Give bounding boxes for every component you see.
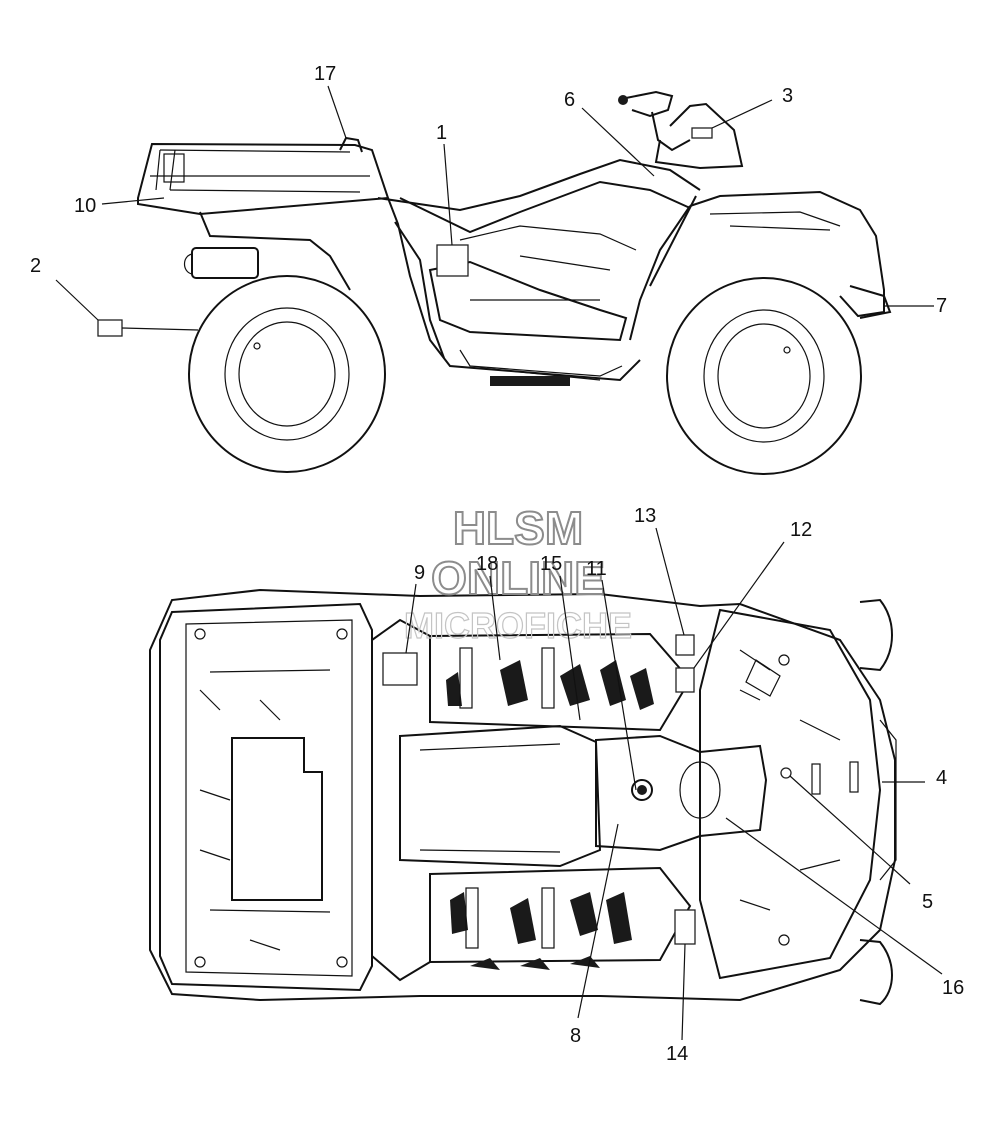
callout-4: 4 [936,767,947,789]
top-rear-rack [159,602,373,992]
watermark: HLSM ONLINE MICROFICHE [403,501,632,647]
callout-9: 9 [414,562,425,584]
callout-numbers: 1 2 3 4 5 6 7 8 9 10 11 12 13 14 15 16 1… [30,63,964,1065]
callout-13: 13 [634,505,656,527]
callout-7: 7 [936,295,947,317]
decal-2 [97,319,123,337]
watermark-line1: HLSM [453,502,583,554]
callout-18: 18 [476,553,498,575]
atv-top-view [149,588,897,1006]
decal-3 [691,127,713,139]
rear-wheel [188,275,386,473]
decal-5 [780,767,792,779]
callout-10: 10 [74,195,96,217]
front-wheel [666,277,862,475]
callout-17: 17 [314,63,336,85]
footwell-lower [429,866,692,970]
callout-15: 15 [540,553,562,575]
decal-14 [674,909,696,945]
decal-1 [436,244,469,277]
watermark-line2: ONLINE [431,552,605,604]
decal-9 [382,652,418,686]
callout-1: 1 [436,122,447,144]
atv-side-view [97,90,892,475]
callout-16: 16 [942,977,964,999]
callout-5: 5 [922,891,933,913]
leader-lines [55,85,943,1041]
callout-14: 14 [666,1043,688,1065]
callout-8: 8 [570,1025,581,1047]
callout-6: 6 [564,89,575,111]
callout-11: 11 [586,558,607,580]
watermark-line3: MICROFICHE [404,605,632,646]
decal-13 [675,634,695,656]
callout-2: 2 [30,255,41,277]
seat [399,724,602,868]
top-front-rack [699,608,882,980]
footwell-upper [429,632,692,732]
callout-3: 3 [782,85,793,107]
rear-rack [137,136,390,216]
gas-tank [595,734,768,852]
decal-12 [675,667,695,693]
muffler [183,247,259,279]
handlebar [618,90,744,170]
callout-12: 12 [790,519,812,541]
